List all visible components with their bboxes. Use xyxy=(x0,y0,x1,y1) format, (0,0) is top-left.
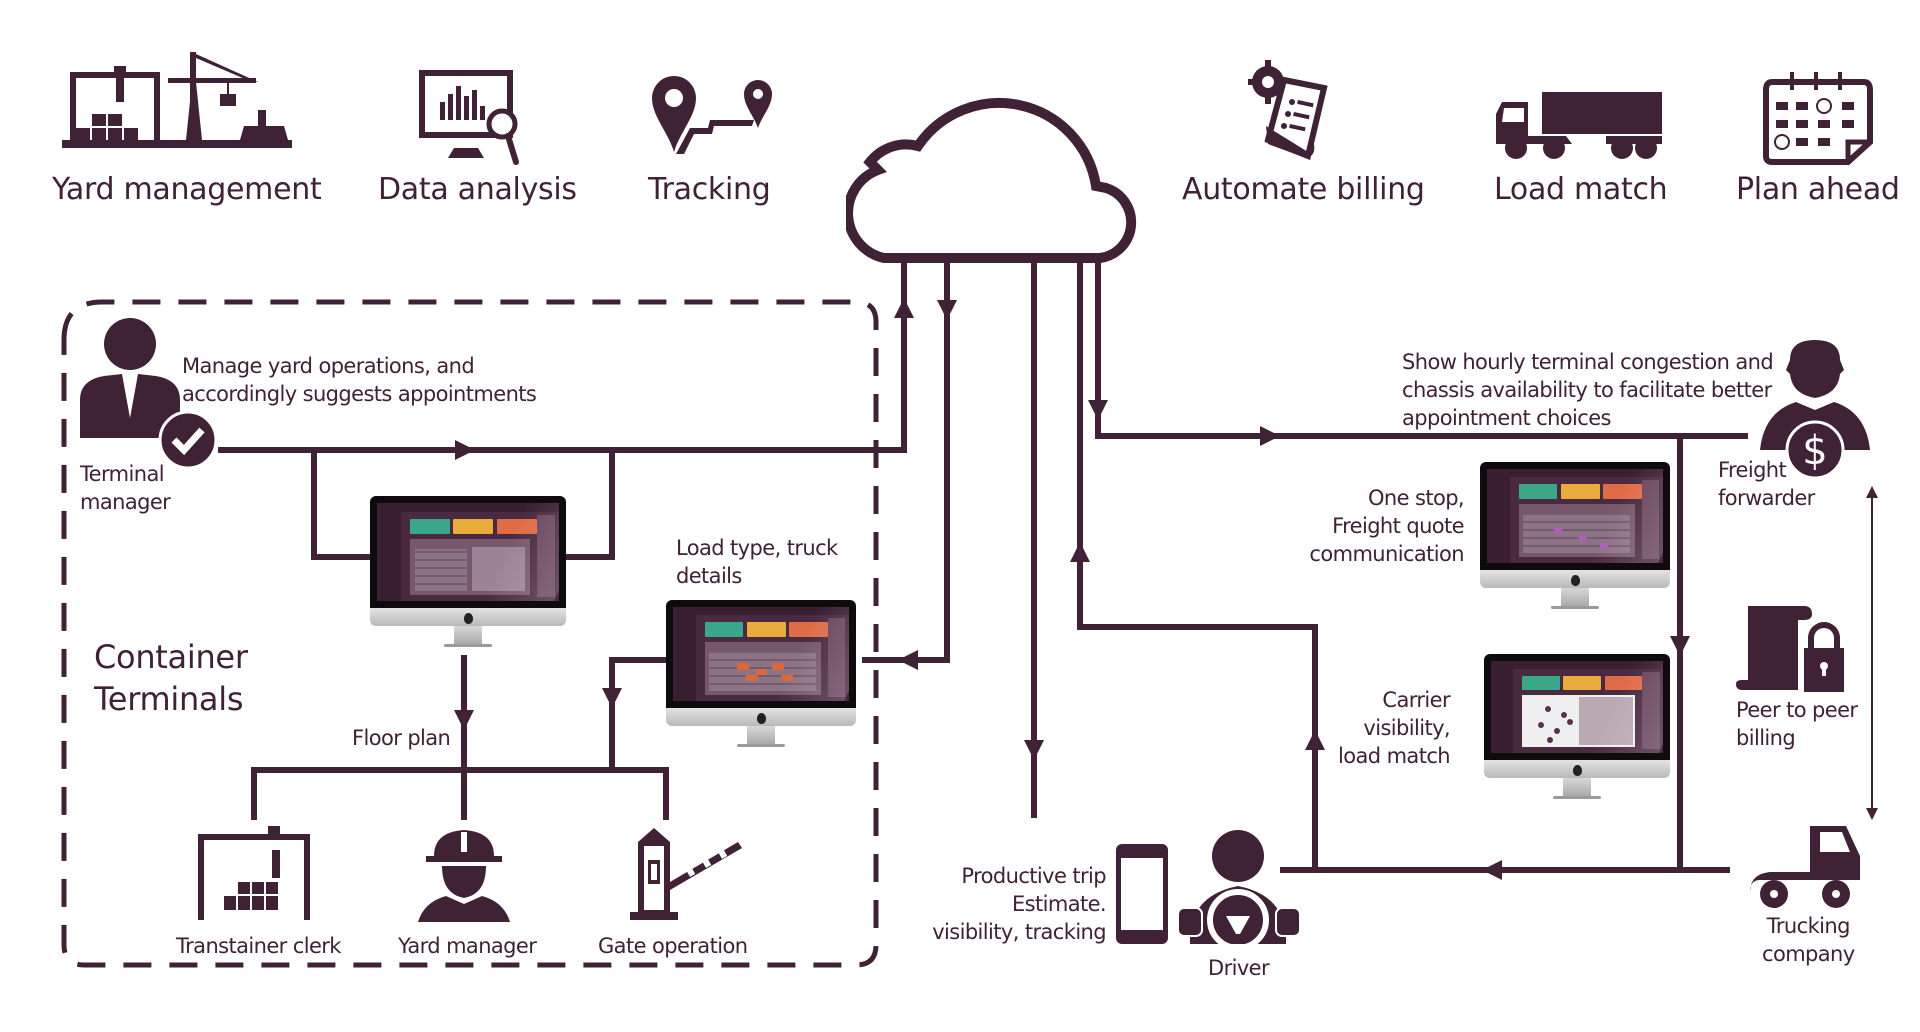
driver-label: Driver xyxy=(1208,956,1270,980)
peer-billing-label: Peer to peer billing xyxy=(1736,698,1858,750)
carrier-note: Carrier visibility, load match xyxy=(1338,688,1451,768)
svg-text:$: $ xyxy=(1802,428,1827,474)
cloud-to-load-line xyxy=(862,262,950,663)
freight-quote-note: One stop, Freight quote communication xyxy=(1309,486,1464,566)
terminal-manager-label: Terminal manager xyxy=(80,462,171,514)
feature-label: Yard management xyxy=(52,172,322,207)
terminal-manager-note: Manage yard operations, and accordingly … xyxy=(182,354,537,406)
role-label: Transtainer clerk xyxy=(176,934,341,958)
manager-to-cloud-line xyxy=(218,262,907,453)
port-crane-icon xyxy=(62,52,292,148)
feature-label: Automate billing xyxy=(1182,172,1425,207)
freight-forwarder-label: Freight forwarder xyxy=(1718,458,1815,510)
driver-steering-wheel-icon xyxy=(1178,830,1300,948)
container-terminals-boundary xyxy=(61,299,879,968)
truck-cab-icon xyxy=(1750,826,1860,908)
gear-invoice-icon xyxy=(1248,60,1328,160)
manager-checkmark-icon xyxy=(80,318,218,468)
calendar-check-icon xyxy=(1763,72,1873,165)
scroll-lock-icon xyxy=(1736,606,1844,692)
load-type-note: Load type, truck details xyxy=(676,536,838,588)
feature-label: Plan ahead xyxy=(1736,172,1900,207)
cloud-icon xyxy=(846,97,1137,263)
trucking-company-label: Trucking company xyxy=(1762,914,1855,966)
forwarder-note: Show hourly terminal congestion and chas… xyxy=(1402,350,1774,430)
map-pins-route-icon xyxy=(652,76,772,154)
feature-label: Load match xyxy=(1494,172,1668,207)
gantry-crane-icon xyxy=(198,826,310,920)
terminal-dashboard-monitor xyxy=(370,496,566,652)
role-label: Yard manager xyxy=(398,934,537,958)
carrier-map-monitor xyxy=(1484,654,1670,804)
cloud-to-forwarder-line xyxy=(1095,262,1748,439)
load-dashboard-monitor xyxy=(666,600,856,752)
container-terminals-title: Container Terminals xyxy=(94,638,248,718)
driver-note: Productive trip Estimate. visibility, tr… xyxy=(932,864,1106,944)
floor-plan-label: Floor plan xyxy=(352,726,451,750)
feature-label: Data analysis xyxy=(378,172,577,207)
gate-booth-icon xyxy=(630,828,742,920)
truck-icon xyxy=(1496,92,1662,159)
smartphone-icon xyxy=(1116,844,1168,944)
person-dollar-icon: $ xyxy=(1760,340,1870,480)
role-label: Gate operation xyxy=(598,934,748,958)
hardhat-worker-icon xyxy=(418,830,510,922)
freight-quote-monitor xyxy=(1480,462,1670,614)
feature-label: Tracking xyxy=(648,172,771,207)
monitor-chart-magnifier-icon xyxy=(419,70,519,165)
